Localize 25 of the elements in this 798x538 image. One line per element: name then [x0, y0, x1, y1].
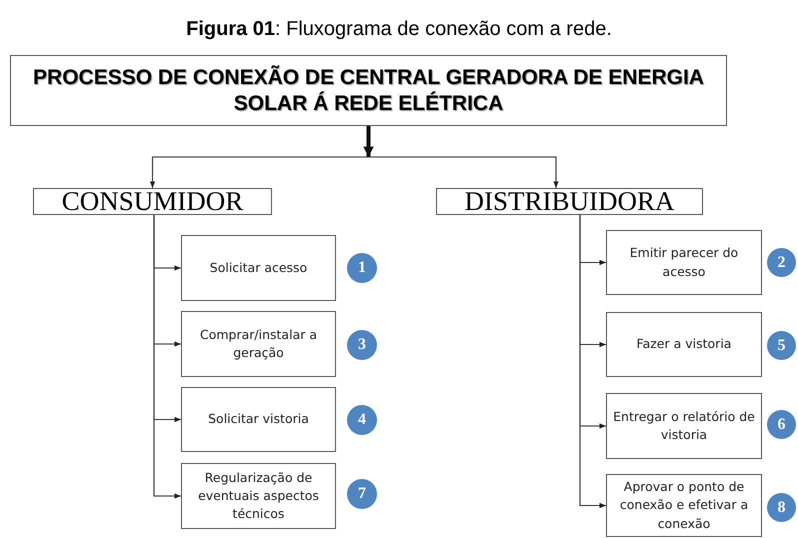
- arrow: [363, 126, 374, 157]
- connector: [368, 156, 559, 188]
- title-box: PROCESSO DE CONEXÃO DE CENTRAL GERADORA DE ENERGIA SOLAR Á REDE ELÉTRICA: [10, 55, 727, 126]
- connector: [150, 156, 368, 188]
- group-box: DISTRIBUIDORA: [436, 188, 703, 215]
- process-box: Fazer a vistoria: [606, 312, 762, 377]
- process-box: Emitir parecer do acesso: [606, 230, 762, 295]
- process-box: Comprar/instalar a geração: [181, 311, 336, 377]
- step-number: 7: [347, 479, 377, 509]
- step-number: 2: [767, 248, 796, 277]
- step-number: 8: [767, 493, 796, 522]
- step-number: 5: [767, 331, 796, 360]
- step-number: 3: [347, 330, 377, 360]
- connector: [153, 215, 181, 499]
- group-box: CONSUMIDOR: [33, 188, 272, 215]
- process-box: Solicitar vistoria: [181, 387, 336, 452]
- step-number: 6: [767, 410, 796, 439]
- step-number: 1: [347, 253, 377, 283]
- process-box: Regularização de eventuais aspectos técnicos: [181, 463, 336, 529]
- process-box: Entregar o relatório de vistoria: [606, 393, 762, 459]
- figure-title: Figura 01: Fluxograma de conexão com a rede.: [185, 18, 613, 41]
- process-box: Solicitar acesso: [181, 235, 336, 301]
- connector: [579, 215, 606, 508]
- process-box: Aprovar o ponto de conexão e efetivar a conexão: [606, 474, 762, 537]
- step-number: 4: [347, 405, 377, 435]
